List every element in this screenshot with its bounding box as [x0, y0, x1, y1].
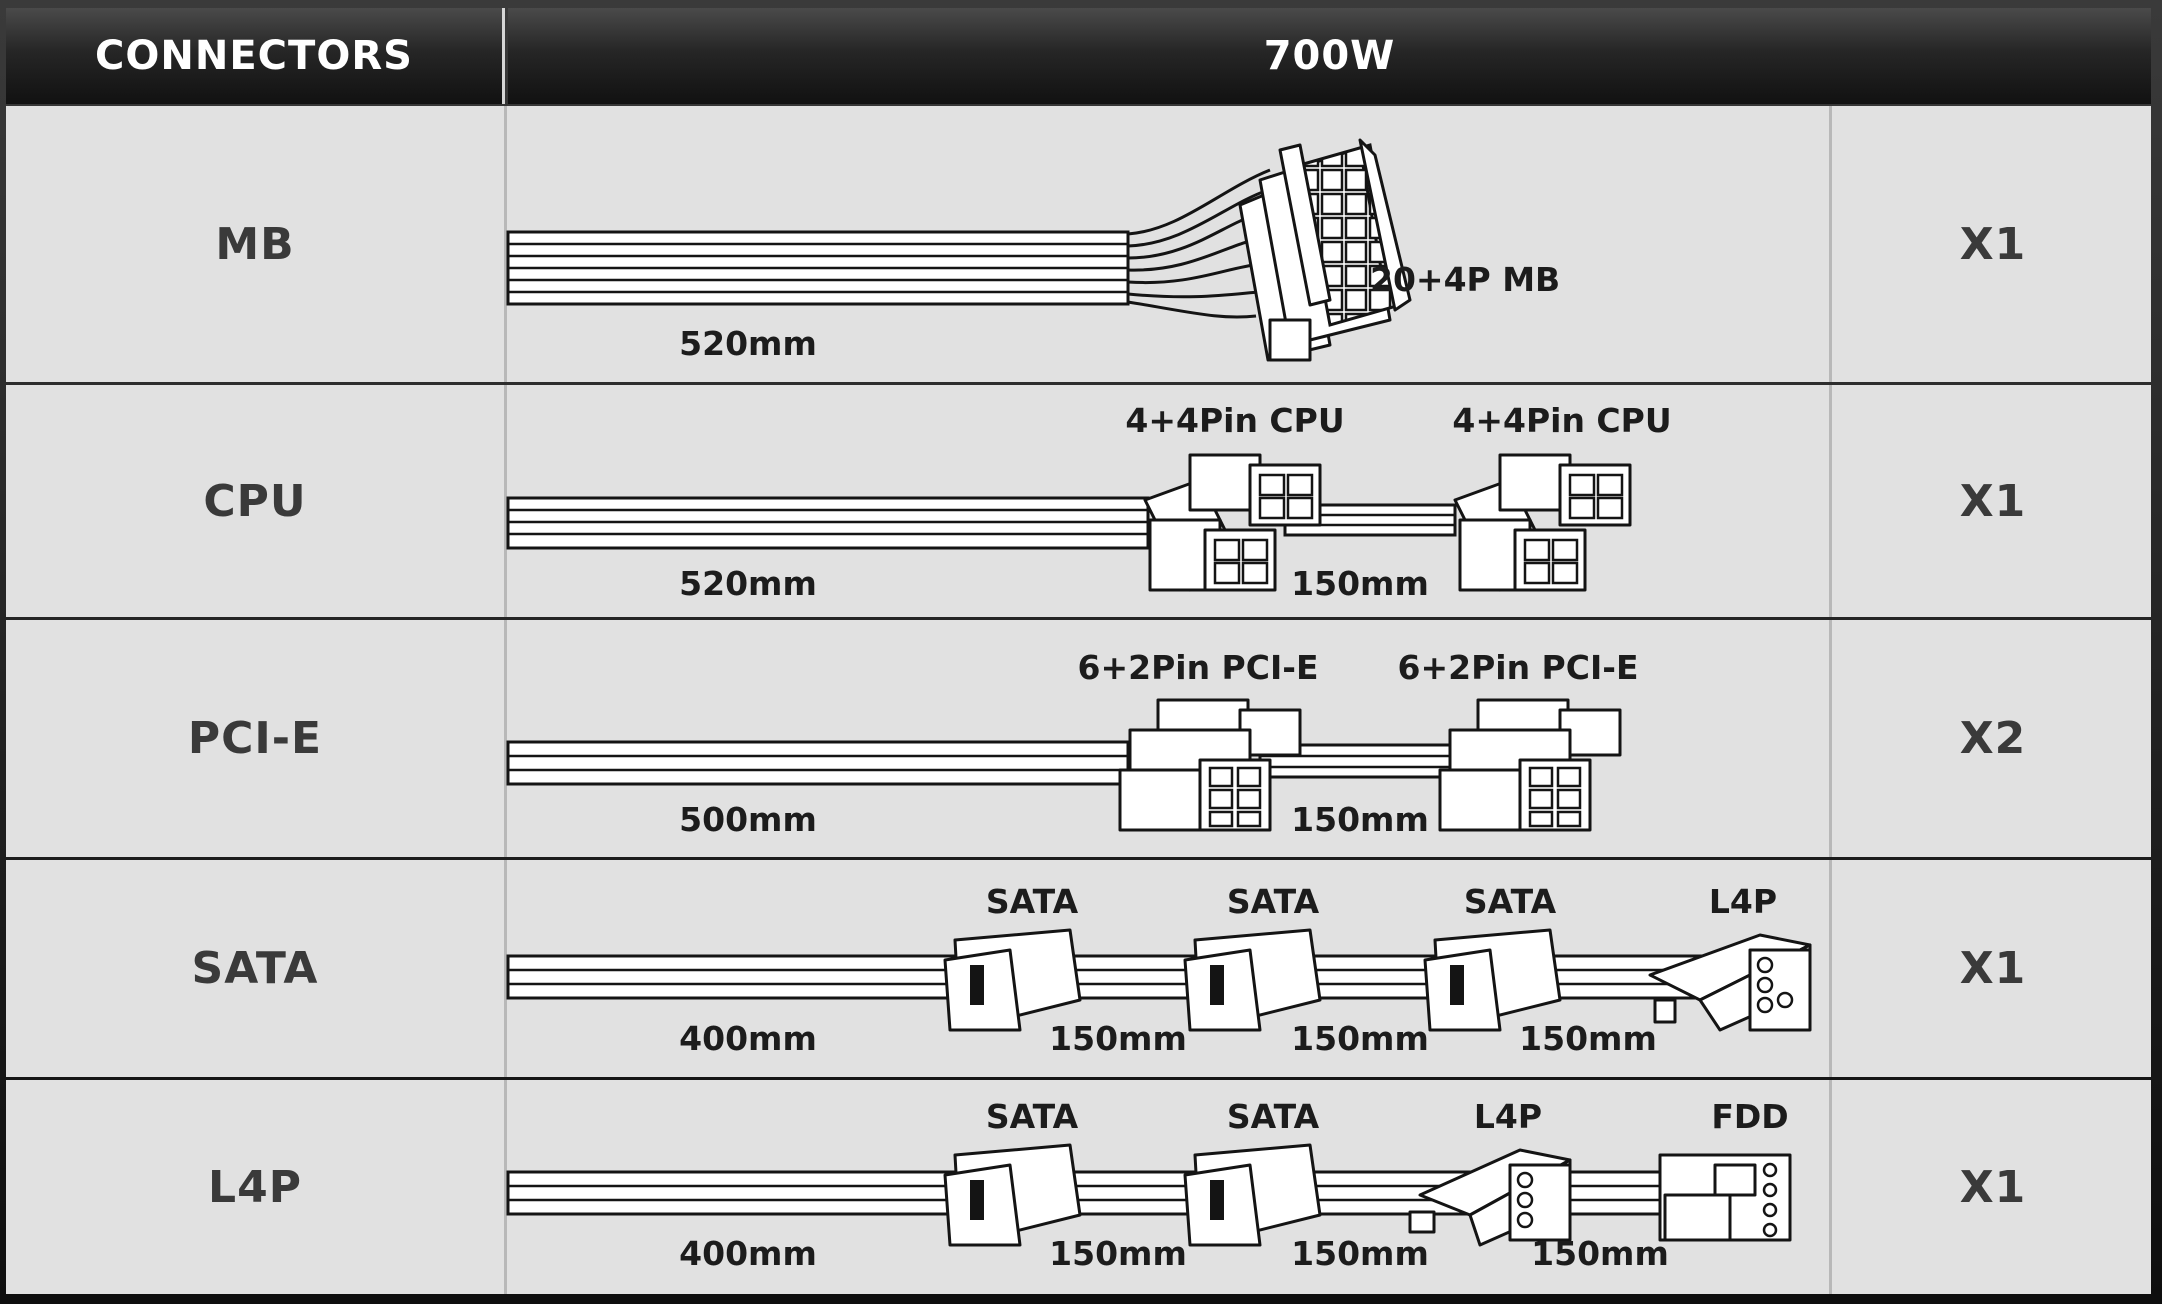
l4p-row-sata-connector-2-icon: [1183, 1143, 1322, 1247]
cpu-cable: [506, 453, 1632, 592]
row-label: PCI-E: [6, 620, 507, 857]
mb-cable: [506, 138, 1412, 362]
connector-name-label: 6+2Pin PCI-E: [1397, 648, 1639, 687]
pcie-cable: [506, 698, 1622, 832]
cpu-connector-2-icon: [1453, 453, 1632, 592]
row-quantity: X1: [1829, 860, 2154, 1077]
connector-name-label: SATA: [985, 882, 1079, 921]
connector-name-label: L4P: [1473, 1097, 1543, 1136]
mb-24pin-connector-icon: [1238, 138, 1412, 362]
row-label: CPU: [6, 385, 507, 617]
connector-name-label: 4+4Pin CPU: [1452, 401, 1672, 440]
sata-cable: [506, 928, 1812, 1032]
cpu-connector-1-icon: [1143, 453, 1322, 592]
connector-name-label: L4P: [1708, 882, 1778, 921]
row-quantity: X1: [1829, 1080, 2154, 1294]
l4p-row-sata-connector-1-icon: [943, 1143, 1082, 1247]
row-label: MB: [6, 106, 507, 382]
pcie-connector-2-icon: [1438, 698, 1622, 832]
cable-length-label: 150mm: [1049, 1019, 1187, 1058]
connector-name-label: SATA: [1226, 1097, 1320, 1136]
connector-name-label: 4+4Pin CPU: [1125, 401, 1345, 440]
cable-length-label: 150mm: [1291, 1019, 1429, 1058]
row-label: L4P: [6, 1080, 507, 1294]
connector-name-label: SATA: [1226, 882, 1320, 921]
sata-connector-2-icon: [1183, 928, 1322, 1032]
cable-length-label: 150mm: [1519, 1019, 1657, 1058]
sata-row-l4p-connector-icon: [1648, 933, 1812, 1032]
l4p-row-l4p-connector-icon: [1408, 1148, 1572, 1247]
l4p-cable: [506, 1143, 1792, 1247]
cable-length-label: 520mm: [679, 324, 817, 363]
row-quantity: X2: [1829, 620, 2154, 857]
cable-length-label: 150mm: [1291, 1234, 1429, 1273]
connector-name-label: SATA: [985, 1097, 1079, 1136]
connector-name-label: 20+4P MB: [1370, 260, 1561, 299]
cable-length-label: 400mm: [679, 1019, 817, 1058]
row-quantity: X1: [1829, 385, 2154, 617]
sata-connector-1-icon: [943, 928, 1082, 1032]
header-model: 700W: [508, 8, 2151, 104]
row-label: SATA: [6, 860, 507, 1077]
cable-length-label: 520mm: [679, 564, 817, 603]
connector-name-label: SATA: [1463, 882, 1557, 921]
sata-connector-3-icon: [1423, 928, 1562, 1032]
l4p-row-fdd-connector-icon: [1658, 1153, 1792, 1242]
pcie-connector-1-icon: [1118, 698, 1302, 832]
cable-length-label: 500mm: [679, 800, 817, 839]
cable-length-label: 150mm: [1049, 1234, 1187, 1273]
row-quantity: X1: [1829, 106, 2154, 382]
header-connectors: CONNECTORS: [6, 8, 505, 104]
connector-name-label: FDD: [1711, 1097, 1789, 1136]
cable-length-label: 150mm: [1291, 564, 1429, 603]
row-pcie: PCI-E X2: [6, 620, 2151, 857]
connector-name-label: 6+2Pin PCI-E: [1077, 648, 1319, 687]
cable-length-label: 400mm: [679, 1234, 817, 1273]
cable-length-label: 150mm: [1291, 800, 1429, 839]
cable-length-label: 150mm: [1531, 1234, 1669, 1273]
